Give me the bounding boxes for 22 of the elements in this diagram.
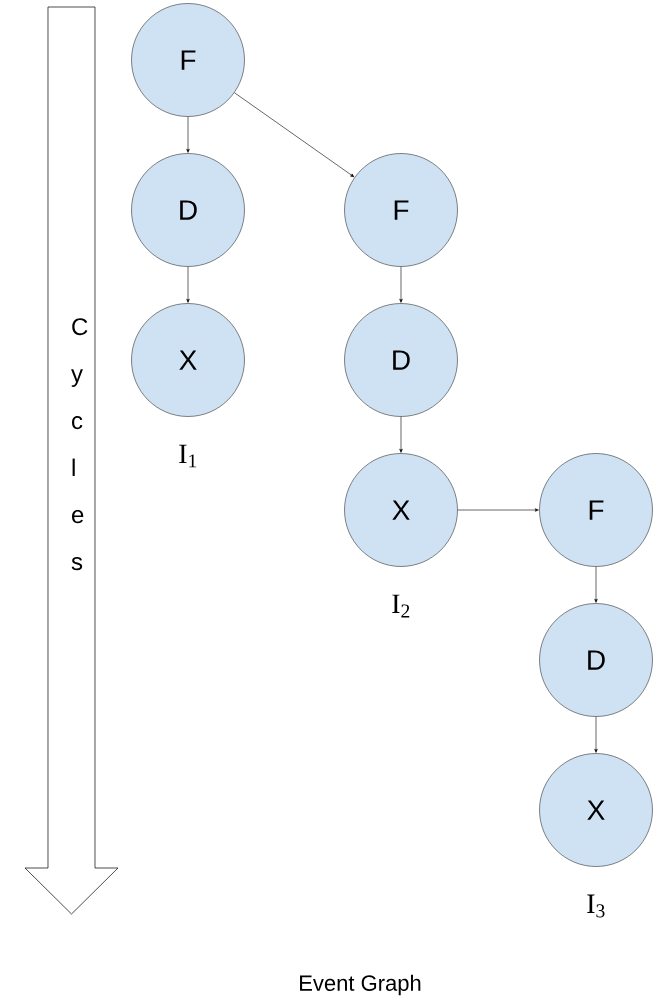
circle-node: D bbox=[131, 153, 245, 267]
arrow bbox=[399, 266, 403, 303]
circle-node: F bbox=[131, 3, 245, 117]
caption: Event Graph bbox=[300, 974, 421, 996]
node-caption: I$_{1}$ bbox=[179, 444, 197, 468]
arrow bbox=[457, 508, 539, 512]
arrow bbox=[399, 416, 403, 453]
node-caption: I$_{2}$ bbox=[392, 594, 410, 618]
arrow bbox=[234, 92, 355, 178]
node-caption: I$_{3}$ bbox=[587, 894, 605, 918]
circle-node: F bbox=[344, 153, 458, 267]
axis-label: Cycles bbox=[71, 318, 88, 571]
circle-node: X bbox=[539, 753, 653, 867]
circle-node: D bbox=[539, 603, 653, 717]
arrow bbox=[186, 266, 190, 303]
arrow bbox=[594, 716, 598, 753]
arrow bbox=[594, 566, 598, 603]
circle-node: X bbox=[131, 303, 245, 417]
circle-node: D bbox=[344, 303, 458, 417]
circle-node: X bbox=[344, 453, 458, 567]
arrow bbox=[186, 116, 190, 153]
circle-node: F bbox=[539, 453, 653, 567]
